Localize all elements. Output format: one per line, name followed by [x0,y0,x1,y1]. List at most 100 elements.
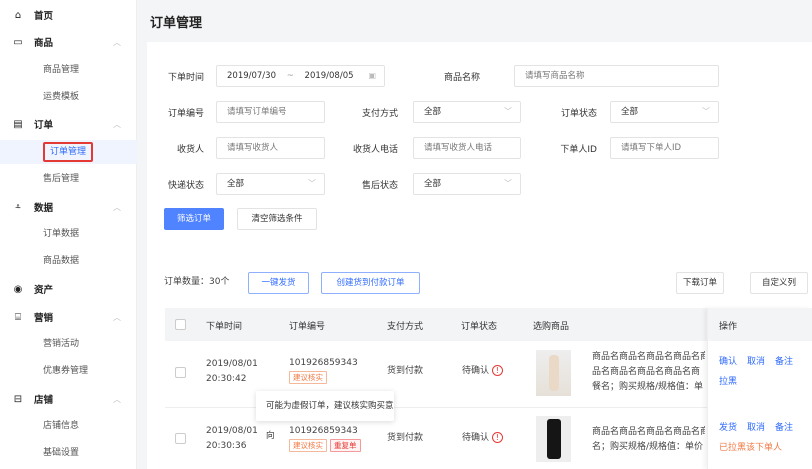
date-range-picker[interactable]: 2019/07/30 ~ 2019/08/05 ▣ [216,65,385,87]
phone-input[interactable] [413,137,521,159]
download-orders-button[interactable]: 下载订单 [676,272,724,294]
nav-item-settings[interactable]: 基础设置 [43,448,80,458]
chevron-up-icon: ︿ [113,202,121,212]
buyer-id-label: 下单人ID [560,145,597,155]
chevron-up-icon: ︿ [113,312,121,322]
express-select[interactable]: 全部 ﹀ [216,173,325,195]
row-checkbox[interactable] [175,367,186,378]
select-value: 全部 [227,179,245,189]
pay-method: 货到付款 [387,366,424,376]
nav-item-order-manage[interactable]: 订单管理 [0,140,137,164]
product-line: 餐名；购买规格/规格值：单 [592,382,704,392]
chevron-down-icon: ﹀ [308,179,316,188]
nav-order[interactable]: ▤ 订单 ︿ [0,111,137,137]
order-time: 20:30:36 [206,441,247,451]
col-order-no: 订单编号 [289,322,326,332]
cancel-link[interactable]: 取消 [747,423,766,433]
order-datetime: 2019/08/01 20:30:42 [206,357,258,387]
product-name-input[interactable] [514,65,719,87]
confirm-link[interactable]: 确认 [719,357,738,367]
nav-label: 数据 [34,203,54,214]
col-order-status: 订单状态 [461,322,498,332]
nav-goods[interactable]: ▭商品︿ [0,29,137,55]
nav-label: 店铺 [34,395,54,406]
order-status-select[interactable]: 全部﹀ [610,101,719,123]
order-no-input[interactable] [216,101,325,123]
pay-method-label: 支付方式 [361,109,398,119]
warning-icon[interactable]: ! [491,432,503,443]
warning-icon[interactable]: ! [491,365,503,376]
filter-orders-button[interactable]: 筛选订单 [164,208,224,230]
verify-tag[interactable]: 建议核实 [289,371,327,384]
note-link[interactable]: 备注 [775,357,794,367]
order-no: 101926859343 [289,426,358,436]
col-actions: 操作 [719,322,738,332]
order-no: 101926859343 [289,358,358,368]
date-start: 2019/07/30 [227,71,276,81]
nav-home[interactable]: ⌂首页 [0,2,137,28]
select-value: 全部 [424,107,442,117]
order-status: 待确认 ! [462,431,503,446]
pay-method: 货到付款 [387,433,424,443]
order-time: 20:30:42 [206,374,247,384]
sidebar: ⌂首页 ▭商品︿ 商品管理 运费模板 ▤订单︿ 订单管理 售后管理 ⸛数据︿ 订… [0,0,137,469]
table-header: 下单时间 订单编号 支付方式 订单状态 选购商品 [165,308,812,341]
pay-method-select[interactable]: 全部 ﹀ [413,101,521,123]
nav-data[interactable]: ⸛数据︿ [0,194,137,220]
chevron-down-icon: ﹀ [504,107,512,116]
chevron-down-icon: ﹀ [702,107,710,116]
nav-marketing[interactable]: ⌸营销︿ [0,304,137,330]
nav-item-campaign[interactable]: 营销活动 [43,339,80,349]
product-line: 商品名商品名商品名商品名商 [592,352,705,362]
row-checkbox[interactable] [175,433,186,444]
col-order-time: 下单时间 [206,322,243,332]
blacklist-link[interactable]: 拉黑 [719,377,738,387]
nav-item-shipping-template[interactable]: 运费模板 [43,92,80,102]
order-status: 待确认 ! [462,364,503,379]
clear-filters-button[interactable]: 清空筛选条件 [237,208,317,230]
select-all-checkbox[interactable] [175,319,186,330]
nav-label: 资产 [34,285,54,296]
order-icon: ▤ [13,118,23,130]
duplicate-tag[interactable]: 重复单 [330,439,361,452]
nav-item-store-info[interactable]: 店铺信息 [43,421,80,431]
chevron-up-icon: ︿ [113,119,121,129]
verify-tag[interactable]: 建议核实 [289,439,327,452]
aftersale-select[interactable]: 全部﹀ [413,173,521,195]
nav-item-order-data[interactable]: 订单数据 [43,229,80,239]
col-products: 选购商品 [533,322,570,332]
row-actions: 发货取消备注已拉黑该下单人 [719,418,812,458]
nav-item-aftersale[interactable]: 售后管理 [43,174,80,184]
buyer-id-input[interactable] [610,137,719,159]
nav-label: 订单 [34,120,54,131]
receiver-input[interactable] [216,137,325,159]
batch-ship-button[interactable]: 一键发货 [248,272,309,294]
create-cod-order-button[interactable]: 创建货到付款订单 [321,272,420,294]
calendar-icon: ▣ [368,71,376,80]
product-name-label: 商品名称 [443,73,480,83]
store-icon: ⊟ [13,393,23,405]
nav-label: 首页 [34,11,54,22]
order-no-cell: 101926859343 建议核实 [289,356,358,386]
date-end: 2019/08/05 [304,71,354,81]
status-text: 待确认 [462,366,490,376]
order-count: 订单数量：30个 [164,277,230,287]
custom-columns-button[interactable]: 自定义列 [750,272,808,294]
nav-store[interactable]: ⊟ 店铺 ︿ [0,386,137,412]
order-date: 2019/08/01 [206,359,258,369]
cancel-link[interactable]: 取消 [747,357,766,367]
chevron-up-icon: ︿ [113,394,121,404]
nav-asset[interactable]: ◉资产 [0,276,137,302]
chevron-up-icon: ︿ [113,37,121,47]
product-image [536,416,571,462]
nav-item-goods-manage[interactable]: 商品管理 [43,65,80,75]
nav-item-goods-data[interactable]: 商品数据 [43,256,80,266]
nav-item-coupon[interactable]: 优惠券管理 [43,366,89,376]
col-pay-method: 支付方式 [387,322,424,332]
phone-label: 收货人电话 [352,145,398,155]
ship-link[interactable]: 发货 [719,423,738,433]
order-status-label: 订单状态 [560,109,597,119]
actions-header-bg [708,308,812,341]
note-link[interactable]: 备注 [775,423,794,433]
